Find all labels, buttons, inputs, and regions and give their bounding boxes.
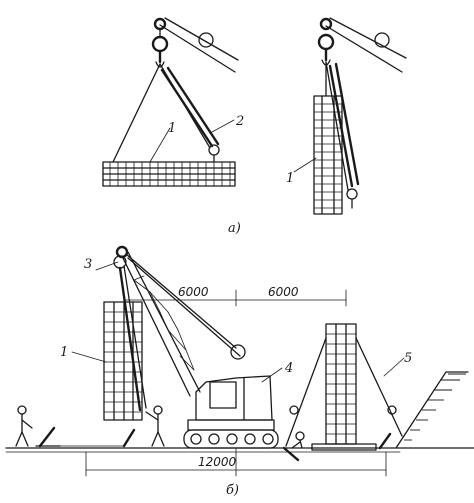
lift-horizontal-cage: 1 2 [102, 17, 244, 187]
callout-3: 3 [84, 257, 92, 272]
lift-vertical-cage: 1 [286, 17, 407, 215]
callout-1-right: 1 [286, 171, 294, 186]
dimension-total-12000: 12000 [198, 455, 237, 469]
worker-right [291, 431, 305, 449]
worker-left [15, 405, 33, 447]
worker-center [145, 405, 165, 447]
dimension-right-6000: 6000 [268, 285, 299, 299]
callout-1: 1 [168, 121, 176, 136]
callout-5: 5 [404, 351, 412, 366]
callout-2: 2 [235, 114, 244, 129]
subfigure-label-b: б) [226, 483, 239, 498]
callout-1-bottom: 1 [60, 345, 68, 360]
callout-4: 4 [284, 361, 293, 376]
crane-site-scene: 1 3 4 [5, 245, 474, 477]
subfigure-label-a: а) [228, 221, 241, 236]
dimension-left-6000: 6000 [178, 285, 209, 299]
